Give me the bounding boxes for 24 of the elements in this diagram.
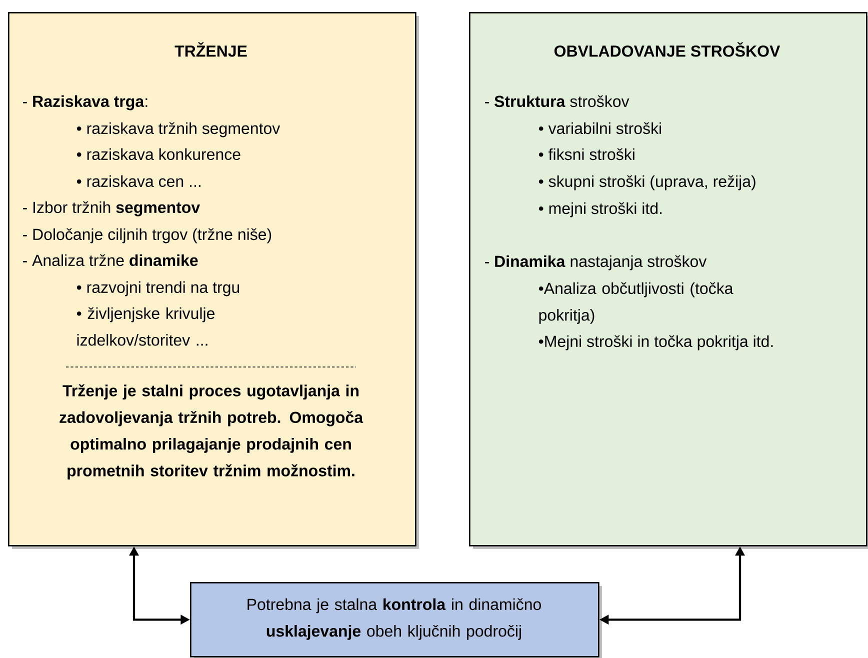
text-box [469, 12, 868, 549]
heading: TRŽENJE [174, 42, 247, 57]
bullet-item: •Analiza občutljivosti (točka pokritja) [538, 282, 734, 324]
bullet-item: •Mejni stroški in točka pokritja itd. [538, 335, 773, 350]
bullet-item: • variabilni stroški [538, 122, 661, 134]
text-box [190, 582, 602, 658]
bullet-item: • skupni stroški (uprava, režija) [538, 175, 756, 190]
summary-text: Trženje je stalni proces ugotavljanja in zadovoljevanja tržnih potreb. Omogoča optimalno prilagajanje prodajnih cen prometnih storitev tržnim možnostim. [60, 384, 364, 480]
bullet-item: • raziskava konkurence [76, 148, 240, 160]
list-item: - Analiza tržne dinamike [22, 254, 198, 266]
bullet-item: • razvojni trendi na trgu [76, 281, 240, 296]
text-box [8, 12, 419, 549]
list-item: - Raziskava trga: [22, 95, 148, 110]
list-item: - Dinamika nastajanja stroškov [484, 255, 707, 270]
list-item: - Izbor tržnih segmentov [22, 201, 200, 216]
bullet-item: • mejni stroški itd. [538, 202, 662, 218]
list-item: - Struktura stroškov [484, 95, 630, 108]
bullet-item: • raziskava cen ... [76, 175, 200, 188]
bullet-item: • fiksni stroški [538, 148, 634, 160]
box-text: Potrebna je stalna kontrola in dinamično usklajevanje obeh ključnih področij [248, 598, 541, 640]
bullet-item: • življenjske krivulje izdelkov/storitev ... [76, 307, 214, 346]
bullet-item: • raziskava tržnih segmentov [76, 122, 280, 138]
list-item: - Določanje ciljnih trgov (tržne niše) [22, 228, 272, 244]
heading: OBVLADOVANJE STROŠKOV [554, 42, 780, 57]
